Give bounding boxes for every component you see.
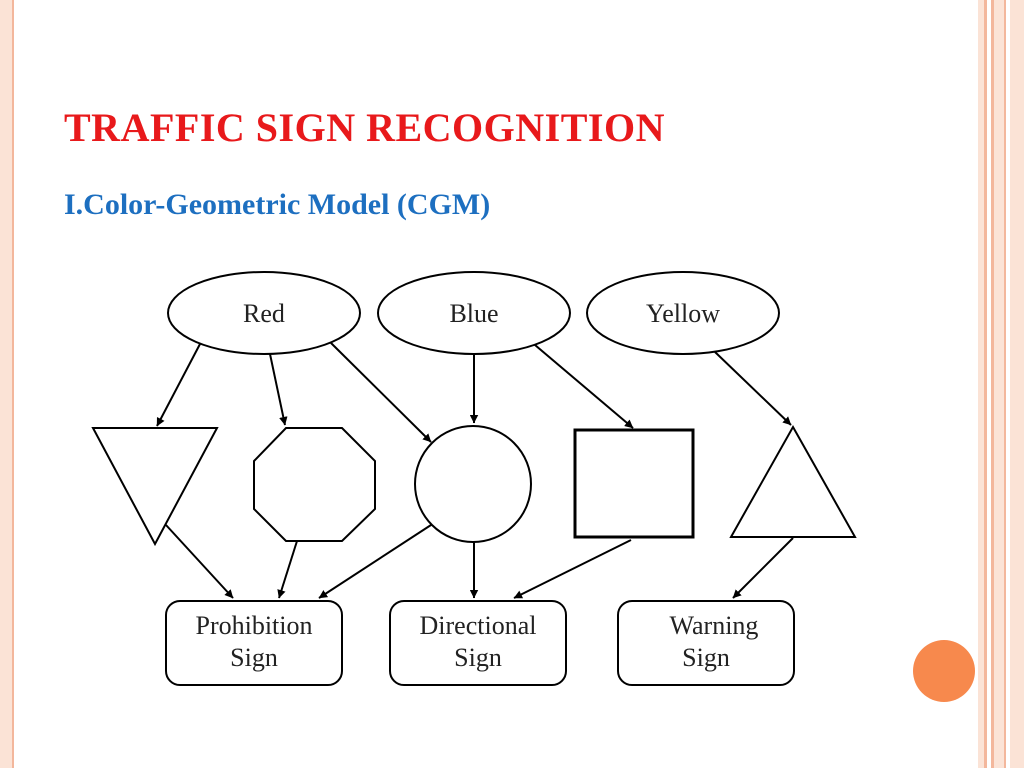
category-warning-line2: Sign: [682, 643, 730, 672]
accent-circle-decoration: [913, 640, 975, 702]
shape-square: [573, 428, 695, 539]
category-directional-line1: Directional: [420, 611, 537, 640]
shape-octagon: [253, 427, 376, 542]
arrow-red-to-inverted-triangle: [156, 343, 201, 427]
color-node-yellow-label: Yellow: [646, 299, 720, 328]
arrow-circle-to-prohibition: [318, 524, 432, 599]
category-directional-line2: Sign: [454, 643, 502, 672]
category-prohibition-line2: Sign: [230, 643, 278, 672]
color-node-red: Red: [167, 271, 361, 355]
category-node-prohibition: Prohibition Sign: [165, 600, 343, 686]
color-node-blue-label: Blue: [449, 299, 498, 328]
arrow-blue-to-square: [534, 344, 634, 429]
category-prohibition-line1: Prohibition: [195, 611, 312, 640]
arrow-square-to-directional: [513, 539, 632, 599]
shape-circle: [414, 425, 532, 543]
slide-title: TRAFFIC SIGN RECOGNITION: [64, 105, 665, 150]
color-node-yellow: Yellow: [586, 271, 780, 355]
slide-subtitle: I.Color-Geometric Model (CGM): [64, 188, 491, 221]
shape-inverted-triangle: [91, 427, 219, 547]
color-node-blue: Blue: [377, 271, 571, 355]
arrow-inverted-triangle-to-prohibition: [165, 524, 234, 599]
arrow-red-to-octagon: [269, 353, 288, 426]
right-frame-border: [978, 0, 1024, 768]
arrow-yellow-to-triangle: [714, 351, 792, 426]
category-warning-line1: Warning: [670, 611, 759, 640]
shape-triangle: [729, 424, 857, 538]
color-node-red-label: Red: [243, 299, 285, 328]
arrow-red-to-circle: [330, 342, 432, 443]
category-node-directional: Directional Sign: [389, 600, 567, 686]
arrow-octagon-to-prohibition: [277, 540, 298, 599]
arrow-triangle-to-warning: [732, 537, 794, 599]
category-node-warning: Warning Sign: [617, 600, 795, 686]
left-frame-border: [0, 0, 14, 768]
